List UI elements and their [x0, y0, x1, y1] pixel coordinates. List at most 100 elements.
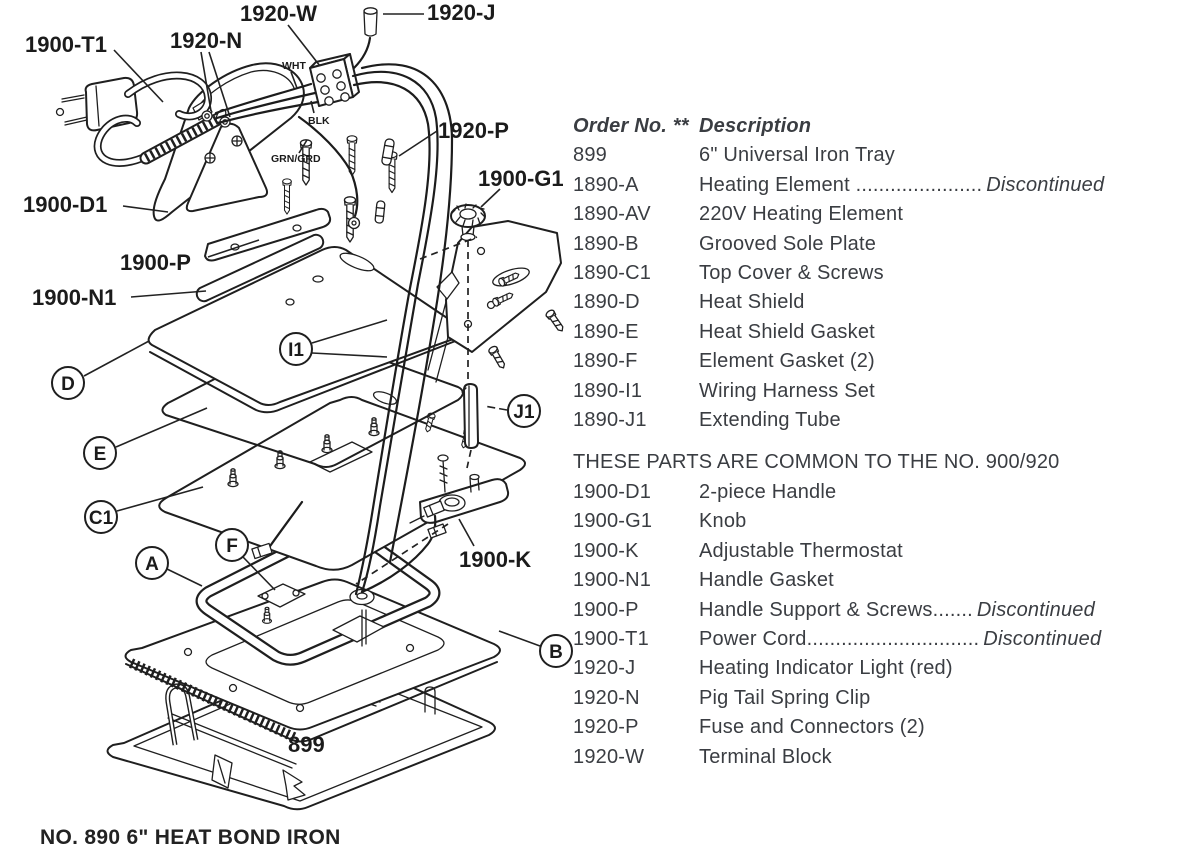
part-desc: Heat Shield Gasket: [699, 320, 875, 343]
part-no: 1890-I1: [573, 379, 643, 402]
part-no: 1890-E: [573, 320, 639, 343]
part-desc: Grooved Sole Plate: [699, 232, 877, 255]
part-no: 1900-N1: [573, 569, 652, 592]
part-desc: Heating Element ......................: [699, 173, 983, 196]
part-desc: Heating Indicator Light (red): [699, 657, 953, 680]
part-no: 1900-K: [573, 539, 639, 562]
part-no: 899: [573, 144, 607, 167]
part-no: 1890-F: [573, 350, 638, 373]
part-desc: Knob: [699, 510, 747, 533]
part-desc: Pig Tail Spring Clip: [699, 686, 871, 709]
label-grn-grd: GRN/GRD: [271, 153, 321, 165]
parts-row: 1920-N Pig Tail Spring Clip: [573, 684, 1199, 713]
parts-row: 1900-N1 Handle Gasket: [573, 566, 1199, 595]
heat-shield-drawing: [158, 391, 526, 571]
part-no: 1890-C1: [573, 262, 652, 285]
part-no: 1890-J1: [573, 409, 647, 432]
diagram-caption: NO. 890 6" HEAT BOND IRON: [40, 826, 341, 849]
thermostat-drawing: [409, 454, 510, 524]
label-1900-D1: 1900-D1: [23, 192, 107, 217]
label-1920-P: 1920-P: [438, 118, 509, 143]
parts-row: 1890-E Heat Shield Gasket: [573, 318, 1199, 347]
part-no: 1890-B: [573, 232, 639, 255]
parts-list: Order No. ** Description 899 6" Universal …: [573, 112, 1199, 772]
callout-I1: I1: [279, 332, 313, 366]
parts-row: 1920-J Heating Indicator Light (red): [573, 654, 1199, 683]
parts-row: 1890-B Grooved Sole Plate: [573, 230, 1199, 259]
label-1920-N: 1920-N: [170, 28, 242, 53]
callout-F-text: F: [226, 536, 238, 557]
rear-bracket-drawing: [427, 220, 567, 383]
part-desc: Handle Gasket: [699, 569, 834, 592]
part-no: 1900-T1: [573, 627, 649, 650]
leader-lines: [83, 13, 541, 647]
callout-A: A: [135, 546, 169, 580]
part-desc: 220V Heating Element: [699, 203, 904, 226]
part-no: 1920-W: [573, 745, 645, 768]
part-desc: Heat Shield: [699, 291, 805, 314]
part-desc: 6" Universal Iron Tray: [699, 144, 896, 167]
part-no: 1920-J: [573, 657, 636, 680]
parts-row: 1890-F Element Gasket (2): [573, 347, 1199, 376]
header-order-no: Order No. **: [573, 115, 689, 137]
label-1900-G1: 1900-G1: [478, 166, 564, 191]
part-status: Discontinued: [976, 598, 1095, 621]
terminal-block-drawing: [309, 53, 360, 107]
label-blk: BLK: [308, 115, 330, 127]
callout-E-text: E: [94, 444, 107, 465]
wire-color-labels: WHT BLK GRN/GRD: [271, 60, 330, 165]
common-parts-heading: THESE PARTS ARE COMMON TO THE NO. 900/92…: [573, 451, 1060, 474]
callout-J1: J1: [507, 394, 541, 428]
callout-B-text: B: [549, 642, 563, 663]
part-no: 1890-AV: [573, 203, 651, 226]
callout-D-text: D: [61, 374, 75, 395]
parts-row: 1890-AV 220V Heating Element: [573, 200, 1199, 229]
label-1900-N1: 1900-N1: [32, 285, 116, 310]
callout-C1: C1: [84, 500, 118, 534]
part-desc: Extending Tube: [699, 409, 841, 432]
label-899: 899: [288, 732, 325, 757]
part-desc: Terminal Block: [699, 745, 832, 768]
parts-row: 1900-T1 Power Cord.......................…: [573, 625, 1199, 654]
part-desc: Power Cord..............................: [699, 627, 980, 650]
wiring-harness-drawing: [214, 63, 454, 596]
label-1900-T1: 1900-T1: [25, 32, 107, 57]
label-1920-W: 1920-W: [240, 1, 317, 26]
parts-row: 1920-W Terminal Block: [573, 743, 1199, 772]
callout-C1-text: C1: [89, 508, 114, 529]
part-no: 1890-D: [573, 291, 640, 314]
part-no: 1900-D1: [573, 480, 652, 503]
parts-row: 1900-P Handle Support & Screws.......Disc…: [573, 596, 1199, 625]
parts-row: 899 6" Universal Iron Tray: [573, 141, 1199, 170]
parts-row: 1890-C1 Top Cover & Screws: [573, 259, 1199, 288]
parts-row: 1900-K Adjustable Thermostat: [573, 537, 1199, 566]
label-1900-K: 1900-K: [459, 547, 531, 572]
header-description: Description: [699, 115, 812, 137]
part-no: 1920-N: [573, 686, 640, 709]
part-no: 1900-P: [573, 598, 639, 621]
label-wht: WHT: [282, 60, 306, 72]
part-desc: Handle Support & Screws.......: [699, 598, 973, 621]
callout-D: D: [51, 366, 85, 400]
part-desc: Element Gasket (2): [699, 350, 875, 373]
parts-list-header: Order No. ** Description: [573, 112, 1199, 141]
callout-E: E: [83, 436, 117, 470]
fuse-drawing: [374, 138, 395, 224]
parts-row: 1890-I1 Wiring Harness Set: [573, 377, 1199, 406]
alignment-dashes: [355, 236, 478, 585]
parts-row: 1890-A Heating Element ..................…: [573, 171, 1199, 200]
part-desc: Fuse and Connectors (2): [699, 716, 925, 739]
part-no: 1890-A: [573, 173, 639, 196]
part-desc: Top Cover & Screws: [699, 262, 884, 285]
part-status: Discontinued: [986, 173, 1105, 196]
label-1920-J: 1920-J: [427, 0, 496, 25]
part-desc: Wiring Harness Set: [699, 379, 875, 402]
part-desc: Adjustable Thermostat: [699, 539, 903, 562]
label-1900-P: 1900-P: [120, 250, 191, 275]
